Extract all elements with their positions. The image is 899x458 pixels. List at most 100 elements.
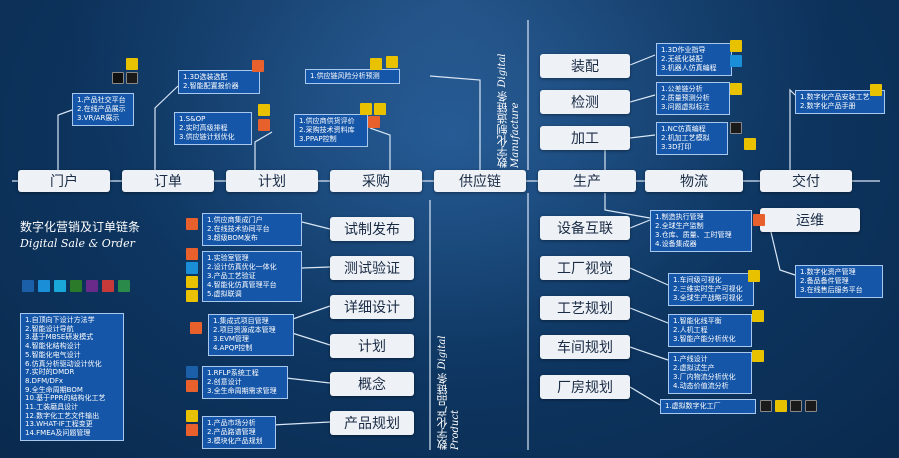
tag-product-planning[interactable]: 产品规划 [330, 411, 414, 435]
box-item: 9.全生命周期BOM [25, 385, 83, 394]
box-item: 3.供应链计划优化 [179, 133, 235, 141]
sale-title-en: Digital Sale & Order [20, 237, 135, 250]
app-logo-icon [54, 280, 66, 292]
app-logo-icon [805, 400, 817, 412]
tag-detail-design[interactable]: 详细设计 [330, 295, 414, 319]
tag-trial-release[interactable]: 试制发布 [330, 217, 414, 241]
box-item: 3.厂内物流分析优化 [673, 373, 736, 381]
app-logo-icon [126, 58, 138, 70]
box-test: 1.实验室管理 2.设计仿真优化一体化 3.产品工艺验证 4.智能化仿真管理平台… [202, 251, 302, 302]
box-vision: 1.车间级可视化 2.三维实时生产可视化 3.全球生产战略可视化 [668, 273, 754, 306]
box-item: 12.数字化工艺文件输出 [25, 411, 100, 420]
app-logo-icon [730, 40, 742, 52]
app-logo-icon [730, 55, 742, 67]
box-item: 2.机加工艺模拟 [661, 134, 710, 142]
box-item: 4.智能化结构设计 [25, 342, 81, 351]
stage-supply-chain[interactable]: 供应链 [434, 170, 526, 192]
stage-portal[interactable]: 门户 [18, 170, 110, 192]
app-logo-icon [730, 122, 742, 134]
box-item: 1.RFLP系统工程 [207, 369, 259, 377]
tag-concept[interactable]: 概念 [330, 372, 414, 396]
stage-plan[interactable]: 计划 [226, 170, 318, 192]
prod-title-cn: 数字化产品链条 [436, 373, 449, 450]
app-logo-icon [186, 218, 198, 230]
box-item: 3.产品工艺验证 [207, 272, 256, 280]
box-purchase: 1.供应商供货评价 2.采购技术资料库 3.PPAP控制 [294, 114, 368, 147]
box-item: 1.集成式项目管理 [213, 317, 269, 325]
app-logo-icon [370, 58, 382, 70]
app-logo-icon [870, 84, 882, 96]
box-item: 1.S&OP [179, 115, 206, 123]
app-logo-icon [102, 280, 114, 292]
box-item: 3.PPAP控制 [299, 135, 337, 143]
box-item: 1.虚拟数字化工厂 [665, 402, 721, 410]
box-plant: 1.虚拟数字化工厂 [660, 399, 756, 414]
box-item: 2.三维实时生产可视化 [673, 285, 743, 293]
box-product-plan: 1.产品市场分析 2.产品路谱管理 3.模块化产品规划 [202, 416, 276, 449]
box-item: 1.数字化产品安装工艺 [800, 93, 870, 101]
app-logo-icon [252, 60, 264, 72]
box-item: 5.智能化电气设计 [25, 350, 81, 359]
tag-process-planning[interactable]: 工艺规划 [540, 296, 630, 320]
box-item: 2.质量预测分析 [661, 94, 710, 102]
app-logo-icon [186, 366, 198, 378]
box-assembly: 1.3D作业指导 2.无纸化装配 3.机器人仿真编程 [656, 43, 732, 76]
mfg-title-cn: 数字化制造链条 [496, 91, 509, 168]
tag-workshop-planning[interactable]: 车间规划 [540, 335, 630, 359]
sale-title: 数字化营销及订单链条 Digital Sale & Order [20, 218, 140, 250]
mfg-title: 数字化制造链条 Digital Manufacture [496, 48, 522, 169]
box-item: 2.虚拟试生产 [673, 364, 715, 372]
box-supply-analysis: 1.供应链风险分析预测 [305, 69, 400, 84]
box-item: 1.实验室管理 [207, 254, 249, 262]
app-logo-icon [190, 322, 202, 334]
box-item: 7.实时的DMDR [25, 368, 75, 377]
box-process: 1.智能化线平衡 2.人机工程 3.智能产能分析优化 [668, 314, 752, 347]
app-logo-icon [360, 103, 372, 115]
box-item: 1.产线设计 [673, 355, 708, 363]
box-item: 2.创意设计 [207, 378, 242, 386]
stage-purchase[interactable]: 采购 [330, 170, 422, 192]
tag-plan[interactable]: 计划 [330, 334, 414, 358]
stage-logistics[interactable]: 物流 [645, 170, 743, 192]
box-item: 2.备品备件管理 [800, 277, 849, 285]
app-logo-icon [386, 56, 398, 68]
box-item: 14.FMEA及问题管理 [25, 429, 91, 438]
tag-inspect[interactable]: 检测 [540, 90, 630, 114]
stage-delivery[interactable]: 交付 [760, 170, 852, 192]
box-item: 2.人机工程 [673, 326, 708, 334]
app-logo-icon [186, 262, 198, 274]
box-item: 6.仿真分析驱动设计优化 [25, 359, 102, 368]
stage-om[interactable]: 运维 [760, 208, 860, 232]
stage-order[interactable]: 订单 [122, 170, 214, 192]
box-item: 1.3D作业指导 [661, 46, 706, 54]
stage-production[interactable]: 生产 [538, 170, 636, 192]
tag-assembly[interactable]: 装配 [540, 54, 630, 78]
prod-title: 数字化产品链条 Digital Product [436, 330, 462, 451]
box-item: 3.EVM管理 [213, 335, 249, 343]
box-item: 8.DFM/DFx [25, 376, 64, 385]
app-logo-icon [186, 290, 198, 302]
box-item: 2.在线产品展示 [77, 105, 126, 113]
box-machining: 1.NC仿真编程 2.机加工艺模拟 3.3D打印 [656, 122, 728, 155]
box-item: 2.设计仿真优化一体化 [207, 263, 277, 271]
app-logo-icon [126, 72, 138, 84]
box-project-plan: 1.集成式项目管理 2.项目资源成本管理 3.EVM管理 4.APQP控制 [208, 314, 294, 356]
tag-test-verify[interactable]: 测试验证 [330, 256, 414, 280]
app-logo-icon [258, 104, 270, 116]
box-order: 1.3D选装选配 2.智能配置报价器 [178, 70, 260, 94]
box-item: 1.智能化线平衡 [673, 317, 722, 325]
app-logo-icon [748, 270, 760, 282]
app-logo-icon [753, 214, 765, 226]
box-item: 2.智能设计导航 [25, 324, 74, 333]
tag-device-iot[interactable]: 设备互联 [540, 216, 630, 240]
app-logo-icon [70, 280, 82, 292]
box-item: 4.智能化仿真管理平台 [207, 281, 277, 289]
tag-factory-vision[interactable]: 工厂视觉 [540, 256, 630, 280]
app-logo-icon [752, 310, 764, 322]
tag-plant-planning[interactable]: 厂房规划 [540, 375, 630, 399]
box-item: 1.产品市场分析 [207, 419, 256, 427]
tag-machining[interactable]: 加工 [540, 126, 630, 150]
box-item: 1.制造执行管理 [655, 213, 704, 221]
box-mes: 1.制造执行管理 2.全球生产监制 3.仓库、质量、工时管理 4.设备集成器 [650, 210, 752, 252]
box-item: 3.模块化产品规划 [207, 437, 263, 445]
